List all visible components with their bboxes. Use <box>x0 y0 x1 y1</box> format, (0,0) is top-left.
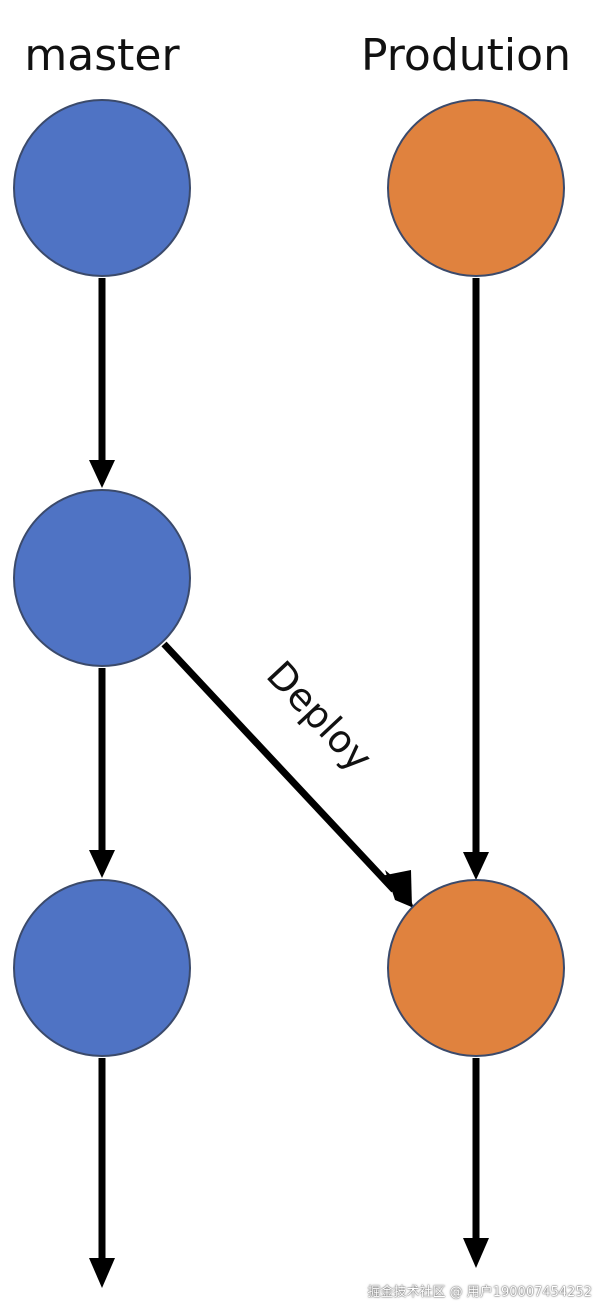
arrowhead-icon <box>89 850 115 878</box>
production-edge-p2-end <box>463 1058 489 1268</box>
master-edge-m2-m3 <box>89 668 115 878</box>
deploy-edge-m2-p2 <box>161 641 414 908</box>
arrowhead-icon <box>89 460 115 488</box>
arrowhead-icon <box>463 1238 489 1268</box>
production-commit-node-1 <box>387 99 565 277</box>
master-edge-m1-m2 <box>89 278 115 488</box>
master-commit-node-3 <box>13 879 191 1057</box>
master-edge-m3-end <box>89 1058 115 1288</box>
watermark: 掘金技术社区 @ 用户190007454252 <box>367 1285 592 1300</box>
arrowhead-icon <box>381 870 412 908</box>
master-branch-label: master <box>24 30 180 81</box>
master-commit-node-2 <box>13 489 191 667</box>
arrowhead-icon <box>463 852 489 880</box>
master-commit-node-1 <box>13 99 191 277</box>
production-commit-node-2 <box>387 879 565 1057</box>
arrowhead-icon <box>89 1258 115 1288</box>
production-branch-label: Prodution <box>361 30 571 81</box>
production-edge-p1-p2 <box>463 278 489 880</box>
